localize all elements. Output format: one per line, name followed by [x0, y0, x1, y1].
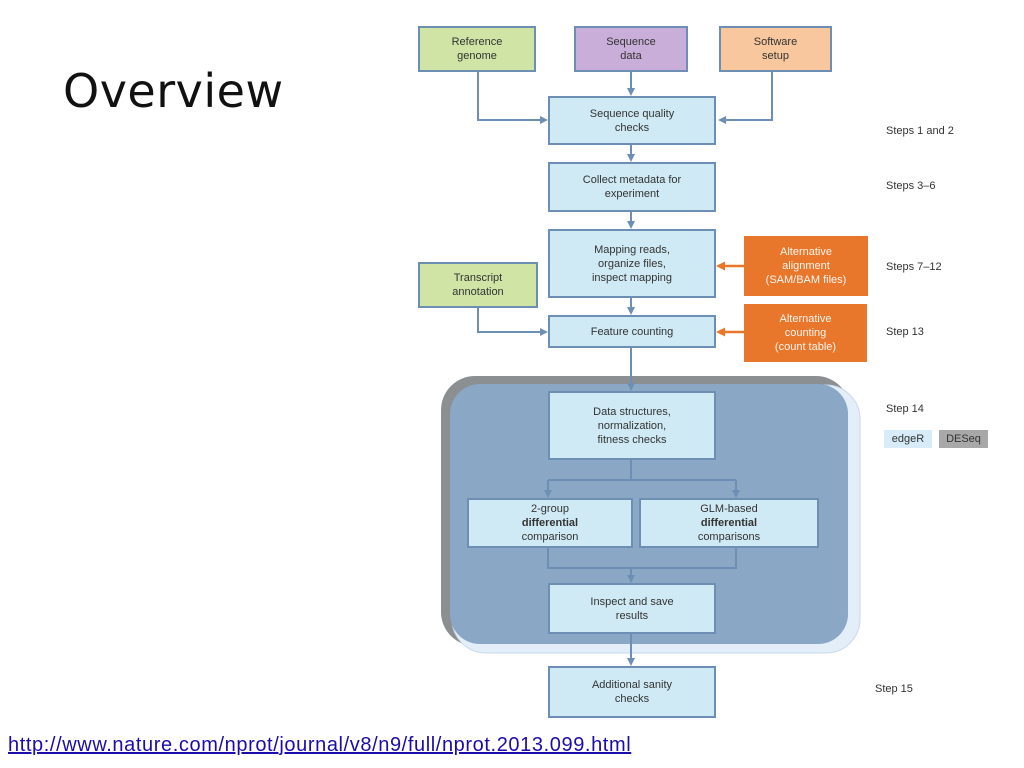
- structures-line-3: fitness checks: [597, 433, 667, 446]
- software-line-1: Software: [753, 36, 798, 48]
- metadata-line-1: Collect metadata for: [582, 174, 682, 186]
- alt-align-line-3: (SAM/BAM files): [765, 274, 847, 286]
- quality-line-1: Sequence quality: [589, 107, 675, 120]
- sequence-data-box: Sequence data: [574, 26, 688, 72]
- alt-count-line-3: (count table): [774, 341, 837, 353]
- reference-line-2: genome: [457, 50, 497, 62]
- software-setup-box: Software setup: [719, 26, 832, 72]
- alt-count-line-1: Alternative: [779, 313, 832, 325]
- alt-count-line-2: counting: [784, 327, 827, 339]
- mapping-line-1: Mapping reads,: [594, 243, 670, 256]
- sanity-checks-box: Additional sanity checks: [548, 666, 716, 718]
- group-line-2: comparison: [521, 531, 579, 543]
- step-label-3-6: Steps 3–6: [886, 180, 936, 192]
- metadata-line-2: experiment: [604, 188, 660, 200]
- sanity-line-2: checks: [614, 693, 650, 705]
- arrow-software-to-quality: [718, 72, 773, 124]
- structures-line-2: normalization,: [597, 419, 667, 432]
- sequence-line-2: data: [620, 50, 642, 62]
- data-structures-box: Data structures,normalization,fitness ch…: [548, 391, 716, 460]
- legend-edger: edgeR: [884, 430, 932, 448]
- arrow-structures-split: [547, 460, 737, 496]
- arrow-transcript-to-feature: [477, 308, 548, 336]
- sequence-line-1: Sequence: [606, 36, 656, 48]
- glm-line-2: comparisons: [697, 531, 761, 543]
- arrow-reference-to-quality: [477, 72, 548, 124]
- sanity-line-1: Additional sanity: [591, 679, 673, 691]
- source-link[interactable]: http://www.nature.com/nprot/journal/v8/n…: [8, 734, 632, 756]
- two-group-comparison-box: 2-group differential comparison: [467, 498, 633, 548]
- glm-prefix: GLM-based: [700, 503, 758, 515]
- transcript-line-1: Transcript: [453, 272, 503, 284]
- mapping-line-3: inspect mapping: [591, 271, 673, 284]
- legend-deseq: DESeq: [939, 430, 988, 448]
- alternative-alignment-box: Alternative alignment (SAM/BAM files): [744, 236, 868, 296]
- reference-line-1: Reference: [451, 36, 503, 48]
- reference-genome-box: Reference genome: [418, 26, 536, 72]
- quality-line-2: checks: [614, 121, 650, 134]
- transcript-line-2: annotation: [452, 286, 504, 298]
- mapping-line-2: organize files,: [598, 257, 666, 270]
- alt-align-line-2: alignment: [782, 260, 830, 272]
- step-label-14: Step 14: [886, 403, 924, 415]
- transcript-annotation-box: Transcript annotation: [418, 262, 538, 308]
- alt-align-line-1: Alternative: [780, 246, 832, 258]
- feature-counting-box: Feature counting: [548, 315, 716, 348]
- step-label-7-12: Steps 7–12: [886, 261, 942, 273]
- inspect-line-1: Inspect and save: [590, 595, 674, 608]
- feature-line-1: Feature counting: [590, 325, 674, 338]
- step-label-15: Step 15: [875, 683, 913, 695]
- step-label-1-2: Steps 1 and 2: [886, 125, 954, 137]
- glm-comparison-box: GLM-based differential comparisons: [639, 498, 819, 548]
- software-line-2: setup: [762, 50, 789, 62]
- structures-line-1: Data structures,: [593, 405, 671, 418]
- glm-bold: differential: [700, 517, 758, 529]
- collect-metadata-box: Collect metadata for experiment: [548, 162, 716, 212]
- mapping-reads-box: Mapping reads,organize files,inspect map…: [548, 229, 716, 298]
- arrow-merge-to-inspect: [547, 548, 737, 581]
- inspect-line-2: results: [615, 609, 649, 622]
- slide-title: Overview: [63, 64, 284, 118]
- step-label-13: Step 13: [886, 326, 924, 338]
- group-prefix: 2-group: [531, 503, 569, 515]
- alternative-counting-box: Alternative counting (count table): [744, 304, 867, 362]
- group-bold: differential: [521, 517, 579, 529]
